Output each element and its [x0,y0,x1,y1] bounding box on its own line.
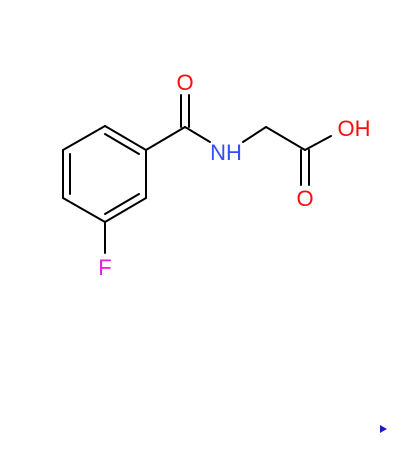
atom-amide-nitrogen: NH [210,140,242,165]
bond-ring-inner-top [104,133,140,155]
atom-carbonyl-oxygen: O [176,70,193,95]
play-triangle-icon[interactable] [380,425,387,433]
bond-ch2-to-acid [265,126,306,151]
bond-acid-to-oh [304,135,332,151]
bond-ring-top-right [104,125,147,151]
bond-ring-bottom-left [62,197,106,223]
bond-nh-to-ch2 [242,126,267,143]
bond-carbonyl-to-nh [184,126,211,143]
bond-ring-bottom-right [104,197,147,223]
atom-hydroxyl: OH [338,116,371,141]
bond-ring-top-left [62,125,106,151]
atom-acid-oxygen: O [296,186,313,211]
bond-ring-to-carbonyl [145,126,186,151]
atom-fluorine: F [98,255,111,280]
bond-ring-inner-bottom [104,193,140,215]
